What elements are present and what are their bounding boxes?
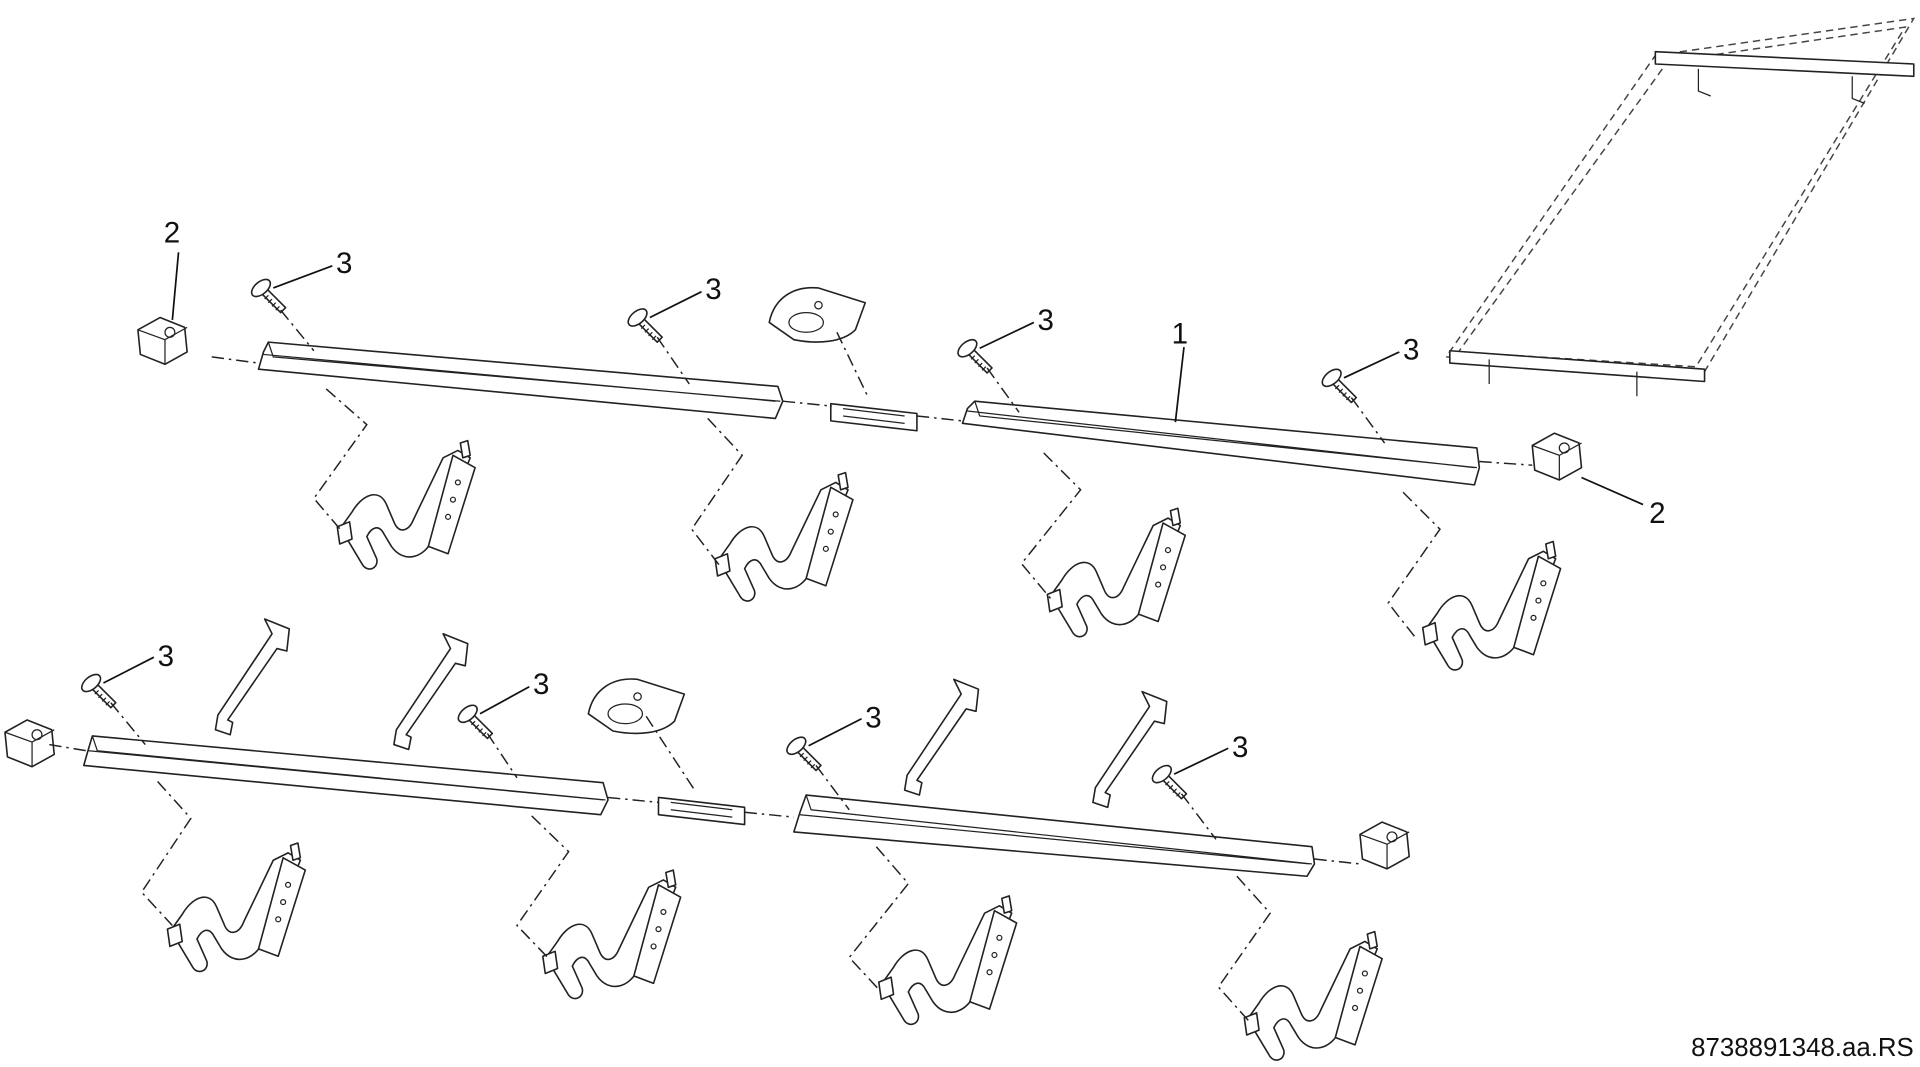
callout-3: 3	[336, 247, 352, 280]
rail-hook	[877, 895, 1018, 1026]
assembly-lines	[49, 309, 1533, 1022]
screw	[1148, 761, 1188, 800]
end-cap-top	[768, 286, 867, 343]
support-bracket	[214, 618, 291, 736]
callout-3: 3	[705, 273, 721, 306]
end-cap-bottom	[587, 678, 686, 735]
screw	[77, 670, 117, 709]
rail-hook	[336, 439, 476, 570]
screw	[454, 701, 494, 740]
rail-connector-top	[829, 402, 918, 432]
callout-3: 3	[1403, 333, 1419, 366]
rail-bottom-left	[82, 735, 609, 816]
leader-lines	[103, 252, 1644, 775]
support-bracket	[1092, 690, 1168, 809]
screw	[247, 275, 287, 314]
rail-bottom-right	[793, 794, 1316, 878]
screw	[1318, 365, 1358, 404]
rail-hook	[1421, 540, 1562, 671]
callout-3: 3	[533, 668, 549, 701]
rail-hook	[166, 842, 307, 973]
rail-hook	[541, 869, 682, 1000]
callout-2: 2	[164, 216, 180, 249]
screw	[783, 733, 822, 772]
reference-code: 8738891348.aa.RS	[1691, 1034, 1914, 1062]
support-bracket	[903, 678, 980, 796]
rail-hook	[714, 471, 854, 602]
callout-3: 3	[1232, 731, 1248, 764]
clip-bottom-left	[4, 719, 56, 768]
support-bracket	[393, 633, 469, 751]
rail-hook	[1243, 930, 1383, 1061]
callout-3: 3	[1038, 304, 1054, 337]
rail-main-item-1	[961, 400, 1481, 486]
rail-hook	[1046, 507, 1187, 638]
callout-1: 1	[1172, 317, 1188, 350]
rail-top-left	[257, 341, 784, 420]
clip-bottom-right	[1359, 821, 1410, 870]
callout-3: 3	[158, 640, 174, 673]
callout-3: 3	[865, 701, 881, 734]
screw	[954, 335, 993, 374]
callout-2: 2	[1649, 497, 1665, 530]
glass-panel-outline	[1444, 17, 1916, 397]
screw	[624, 304, 663, 343]
clip-top-right	[1531, 432, 1583, 481]
rail-connector-bottom	[657, 796, 746, 826]
clip-top-left	[137, 316, 188, 366]
